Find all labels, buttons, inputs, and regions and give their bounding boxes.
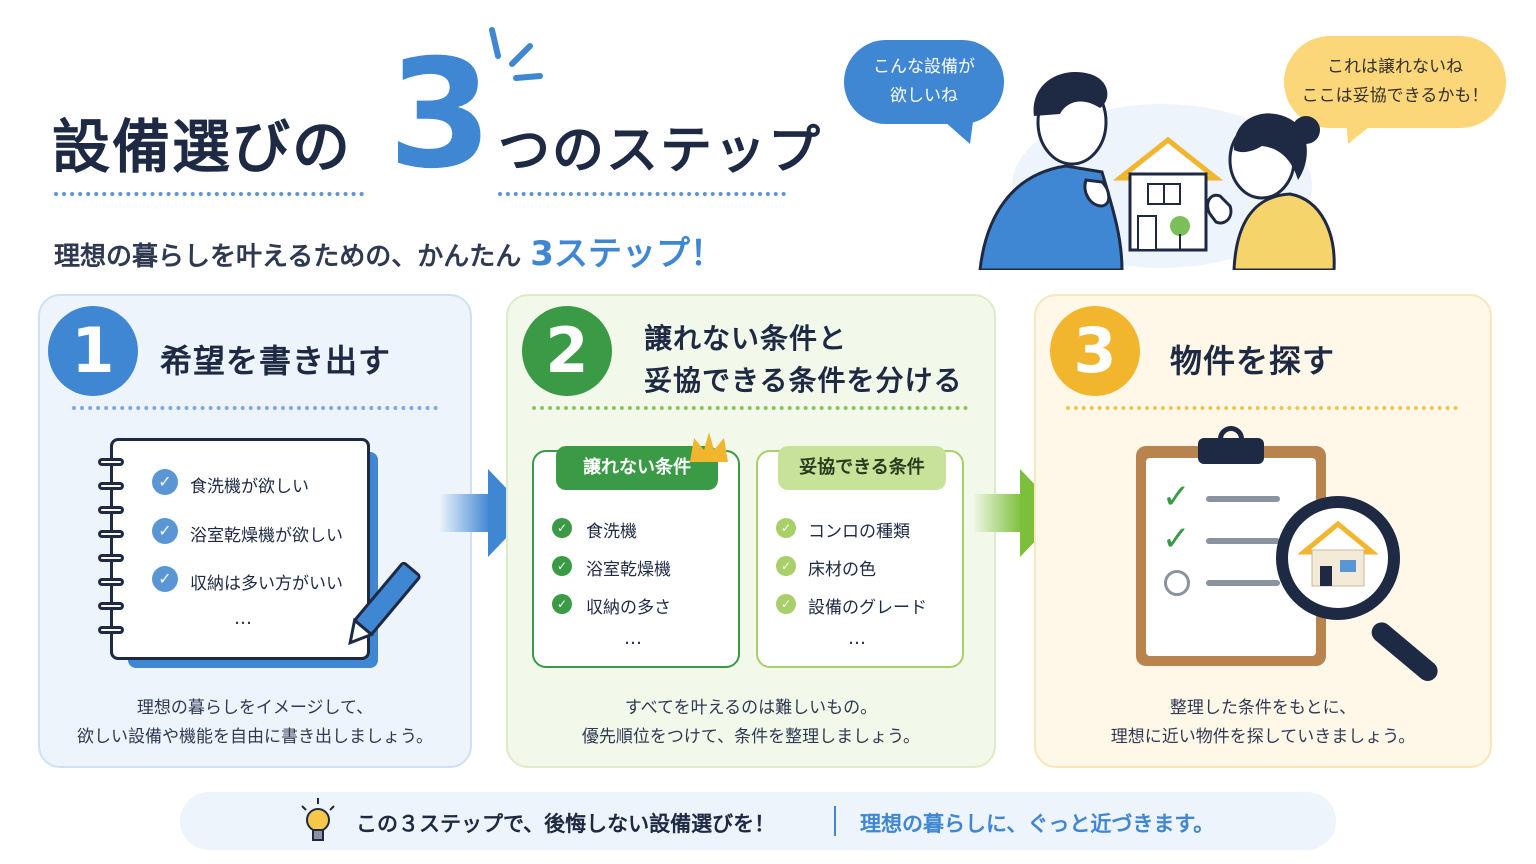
check-icon: ✓ [152, 566, 178, 592]
must-have-header: 譲れない条件 [556, 446, 718, 490]
check-icon: ✓ [1162, 519, 1191, 559]
house-icon [1112, 136, 1224, 252]
step-desc-3: 整理した条件をもとに、 理想に近い物件を探していきましょう。 [1036, 694, 1490, 752]
must-have-item: 浴室乾燥機 [586, 560, 671, 580]
page-title-part2: つのステップ [498, 121, 823, 181]
must-have-more: … [624, 628, 644, 649]
step-underline-2 [532, 406, 968, 410]
empty-check-icon [1164, 570, 1190, 596]
step-underline-1 [72, 406, 438, 410]
arrow-step1-to-step2 [440, 494, 490, 532]
step-underline-3 [1066, 406, 1458, 410]
check-icon: ✓ [776, 518, 796, 538]
wish-item: 収納は多い方がいい [190, 574, 343, 594]
notebook-ring [98, 602, 124, 610]
step-desc-2-line2: 優先順位をつけて、条件を整理しましょう。 [581, 727, 921, 747]
notebook-ring [98, 626, 124, 634]
check-icon: ✓ [552, 556, 572, 576]
step-title-1: 希望を書き出す [160, 342, 392, 380]
subtitle-main: 理想の暮らしを叶えるための、かんたん [54, 242, 522, 272]
subtitle: 理想の暮らしを叶えるための、かんたん 3ステップ！ [54, 226, 724, 275]
speech-bubble-man: こんな設備が 欲しいね [844, 40, 1004, 124]
check-icon: ✓ [776, 594, 796, 614]
house-icon [1298, 520, 1378, 587]
notebook-ring [98, 554, 124, 562]
couple-illustration [978, 71, 1336, 270]
title-underline-right [498, 192, 786, 196]
arrow-step2-to-step3 [974, 494, 1022, 532]
step-title-2: 譲れない条件と 妥協できる条件を分ける [644, 318, 962, 402]
check-icon: ✓ [152, 469, 178, 495]
footer-accent-text: 理想の暮らしに、ぐっと近づきます。 [860, 812, 1215, 836]
footer-separator [834, 806, 836, 836]
step-desc-3-line2: 理想に近い物件を探していきましょう。 [1110, 727, 1416, 747]
page-title-number: 3 [388, 28, 493, 202]
check-icon: ✓ [552, 518, 572, 538]
compromise-item: 床材の色 [808, 560, 876, 580]
speech-bubble-woman: これは譲れないね ここは妥協できるかも！ [1284, 36, 1506, 128]
speech-bubble-woman-line2: ここは妥協できるかも！ [1301, 86, 1489, 106]
step-desc-3-line1: 整理した条件をもとに、 [1169, 698, 1357, 718]
notebook-ring [98, 482, 124, 490]
must-have-item: 収納の多さ [586, 598, 671, 618]
wish-more: … [234, 608, 254, 629]
footer-banner [180, 792, 1336, 850]
bulb-icon [301, 798, 335, 841]
check-icon: ✓ [552, 594, 572, 614]
check-icon: ✓ [1162, 477, 1191, 517]
step-desc-1-line2: 欲しい設備や機能を自由に書き出しましょう。 [77, 727, 433, 747]
clipboard-clip [1198, 438, 1264, 464]
speech-bubble-tail-right [1346, 118, 1380, 144]
check-icon: ✓ [776, 556, 796, 576]
sparkle-icon [489, 27, 543, 81]
compromise-item: コンロの種類 [808, 522, 910, 542]
compromise-header: 妥協できる条件 [778, 446, 946, 490]
step-badge-2: 2 [522, 306, 612, 396]
step-badge-3: 3 [1050, 306, 1140, 396]
compromise-more: … [848, 628, 868, 649]
footer-main-text: この３ステップで、後悔しない設備選びを！ [356, 812, 776, 836]
speech-bubble-tail-left [936, 114, 974, 144]
step-desc-2: すべてを叶えるのは難しいもの。 優先順位をつけて、条件を整理しましょう。 [508, 694, 994, 752]
page-title-part1: 設備選びの [52, 113, 353, 181]
notebook-ring [98, 458, 124, 466]
step-badge-1: 1 [48, 306, 138, 396]
wish-item: 食洗機が欲しい [190, 477, 309, 497]
compromise-item: 設備のグレード [808, 598, 927, 618]
subtitle-accent: 3ステップ！ [530, 234, 724, 274]
speech-bubble-man-line2: 欲しいね [890, 86, 958, 106]
step-desc-1: 理想の暮らしをイメージして、 欲しい設備や機能を自由に書き出しましょう。 [40, 694, 470, 752]
title-underline-left [54, 192, 364, 196]
step-title-2-line1: 譲れない条件と [644, 322, 848, 355]
checklist-line [1206, 580, 1280, 586]
crown-icon [690, 432, 728, 462]
pencil-icon [348, 561, 421, 646]
speech-bubble-man-line1: こんな設備が [873, 57, 975, 77]
wish-item: 浴室乾燥機が欲しい [190, 526, 343, 546]
checklist-line [1206, 496, 1280, 502]
step-title-2-line2: 妥協できる条件を分ける [644, 364, 963, 397]
check-icon: ✓ [152, 518, 178, 544]
step-desc-1-line1: 理想の暮らしをイメージして、 [136, 698, 374, 718]
must-have-item: 食洗機 [586, 522, 637, 542]
notebook-ring [98, 530, 124, 538]
notebook-ring [98, 506, 124, 514]
notebook-ring [98, 578, 124, 586]
step-desc-2-line1: すべてを叶えるのは難しいもの。 [624, 698, 878, 718]
speech-bubble-woman-line1: これは譲れないね [1327, 57, 1463, 77]
checklist-line [1206, 538, 1280, 544]
step-title-3: 物件を探す [1170, 342, 1336, 380]
